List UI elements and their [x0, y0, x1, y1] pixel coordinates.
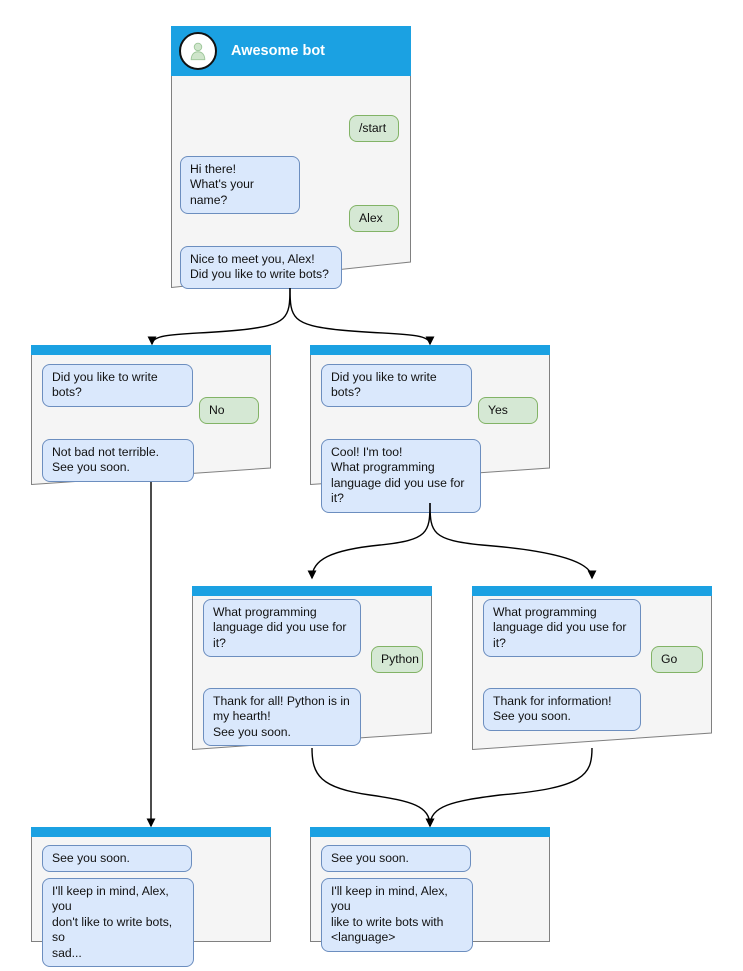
edge-go-to-end-happy — [425, 747, 593, 828]
edge-root-to-no — [147, 287, 291, 346]
chat-bubble-bot[interactable]: Hi there! What's your name? — [180, 156, 300, 215]
edge-python-to-end-happy — [311, 747, 435, 828]
node-root[interactable]: Awesome bot /start Hi there! What's your… — [171, 26, 411, 289]
chat-bubble-bot[interactable]: Thank for all! Python is in my hearth! S… — [203, 688, 361, 747]
chat-bubble-bot[interactable]: See you soon. — [42, 845, 192, 873]
chat-bubble-bot[interactable]: See you soon. — [321, 845, 471, 873]
edge-yes-to-go — [429, 502, 597, 580]
chat-bubble-bot[interactable]: I'll keep in mind, Alex, you like to wri… — [321, 878, 473, 952]
node-root-header: Awesome bot — [171, 26, 411, 76]
node-go-branch[interactable]: What programming language did you use fo… — [472, 586, 712, 750]
chat-bubble-user[interactable]: /start — [349, 115, 399, 143]
node-python-branch[interactable]: What programming language did you use fo… — [192, 586, 432, 750]
node-end-happy-header — [310, 827, 550, 837]
chat-bubble-user[interactable]: Yes — [478, 397, 538, 425]
chat-bubble-bot[interactable]: Did you like to write bots? — [42, 364, 193, 407]
node-go-branch-header — [472, 586, 712, 596]
node-no-branch-header — [31, 345, 271, 355]
chat-bubble-bot[interactable]: What programming language did you use fo… — [203, 599, 361, 658]
chat-bubble-user[interactable]: Alex — [349, 205, 399, 233]
node-no-branch[interactable]: Did you like to write bots? No Not bad n… — [31, 345, 271, 485]
node-end-sad-header — [31, 827, 271, 837]
chat-bubble-bot[interactable]: Did you like to write bots? — [321, 364, 472, 407]
chat-bubble-bot[interactable]: Thank for information! See you soon. — [483, 688, 641, 731]
edge-root-to-yes — [289, 287, 435, 346]
edge-yes-to-python — [307, 502, 431, 580]
chat-bubble-bot[interactable]: What programming language did you use fo… — [483, 599, 641, 658]
node-python-branch-header — [192, 586, 432, 596]
chat-bubble-bot[interactable]: I'll keep in mind, Alex, you don't like … — [42, 878, 194, 968]
chat-bubble-user[interactable]: Python — [371, 646, 423, 674]
chat-bubble-bot[interactable]: Cool! I'm too! What programming language… — [321, 439, 481, 513]
chat-bubble-bot[interactable]: Not bad not terrible. See you soon. — [42, 439, 194, 482]
node-yes-branch[interactable]: Did you like to write bots? Yes Cool! I'… — [310, 345, 550, 513]
bot-name-label: Awesome bot — [231, 43, 326, 59]
chat-bubble-bot[interactable]: Nice to meet you, Alex! Did you like to … — [180, 246, 342, 289]
chat-bubble-user[interactable]: No — [199, 397, 259, 425]
user-avatar-icon — [179, 32, 217, 70]
node-yes-branch-header — [310, 345, 550, 355]
chat-bubble-user[interactable]: Go — [651, 646, 703, 674]
node-end-happy[interactable]: See you soon. I'll keep in mind, Alex, y… — [310, 827, 550, 952]
node-end-sad[interactable]: See you soon. I'll keep in mind, Alex, y… — [31, 827, 271, 968]
